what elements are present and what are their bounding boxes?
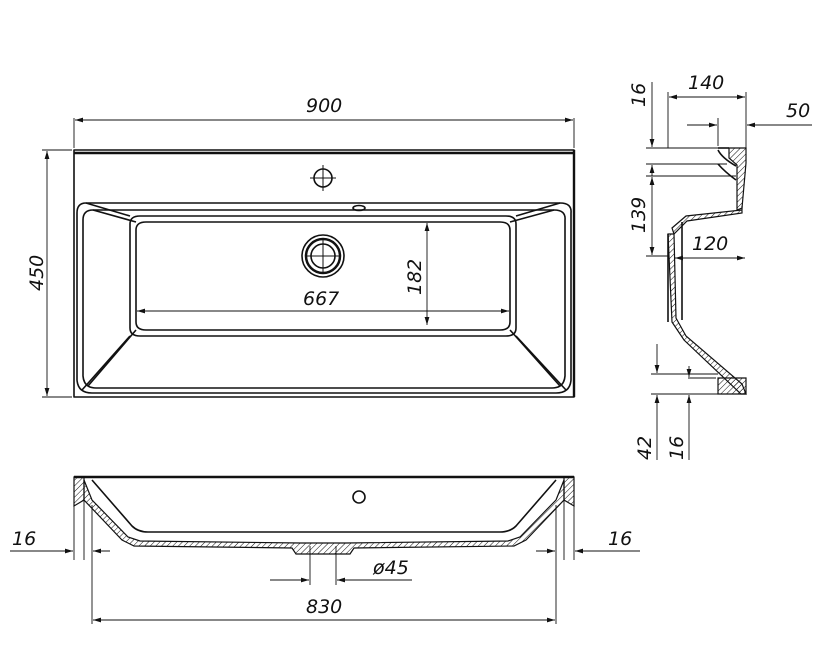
dim-16-drain: 16 — [666, 436, 688, 460]
dim-16-right: 16 — [608, 528, 632, 550]
section-left-end — [73, 476, 85, 508]
dim-139: 139 — [628, 197, 650, 233]
dim-830: 830 — [306, 596, 342, 618]
dim-900: 900 — [306, 95, 342, 117]
section-bowl-shell — [83, 479, 565, 555]
dim-667: 667 — [303, 288, 339, 310]
dim-50: 50 — [786, 100, 810, 122]
section-rim — [728, 147, 747, 211]
overflow-hole — [352, 490, 366, 504]
section-right-end — [563, 476, 575, 508]
dim-450: 450 — [26, 255, 48, 291]
top-view: 900 450 667 182 — [26, 95, 576, 398]
dim-120: 120 — [692, 233, 728, 255]
dim-42: 42 — [634, 436, 656, 460]
bowl-bottom — [129, 215, 517, 337]
dim-diameter-45: ø45 — [372, 557, 409, 579]
drain-top — [301, 234, 345, 278]
dim-140: 140 — [688, 72, 724, 94]
dim-182: 182 — [404, 259, 426, 295]
section-slope — [671, 206, 743, 236]
side-section-view: 140 50 16 139 120 42 16 — [628, 72, 812, 460]
dim-16-rim: 16 — [628, 83, 650, 107]
bowl-inner-rim — [82, 209, 566, 389]
dim-16-left: 16 — [12, 528, 36, 550]
bowl-outer-rim — [76, 202, 572, 394]
front-section-view: 16 16 ø45 830 — [10, 475, 640, 624]
faucet-hole — [310, 165, 336, 191]
